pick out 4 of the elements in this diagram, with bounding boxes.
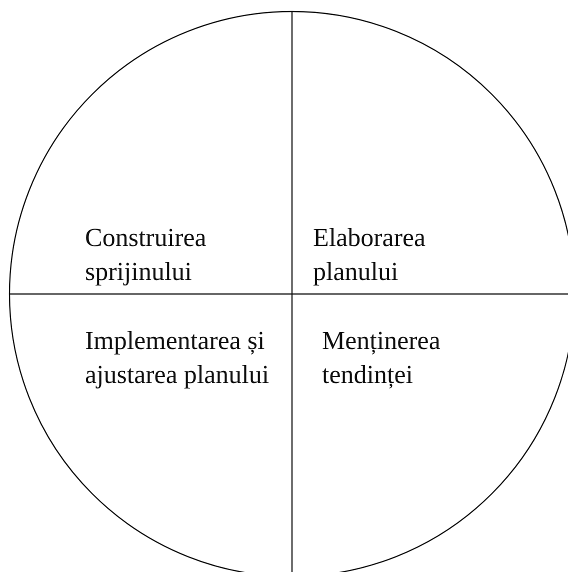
quadrant-label: Implementarea și ajustarea planului	[85, 325, 270, 391]
quadrant-label: Construirea sprijinului	[85, 222, 208, 288]
quadrant-label: Elaborarea planului	[313, 222, 427, 288]
quadrant-label: Menținerea tendinței	[322, 325, 442, 391]
